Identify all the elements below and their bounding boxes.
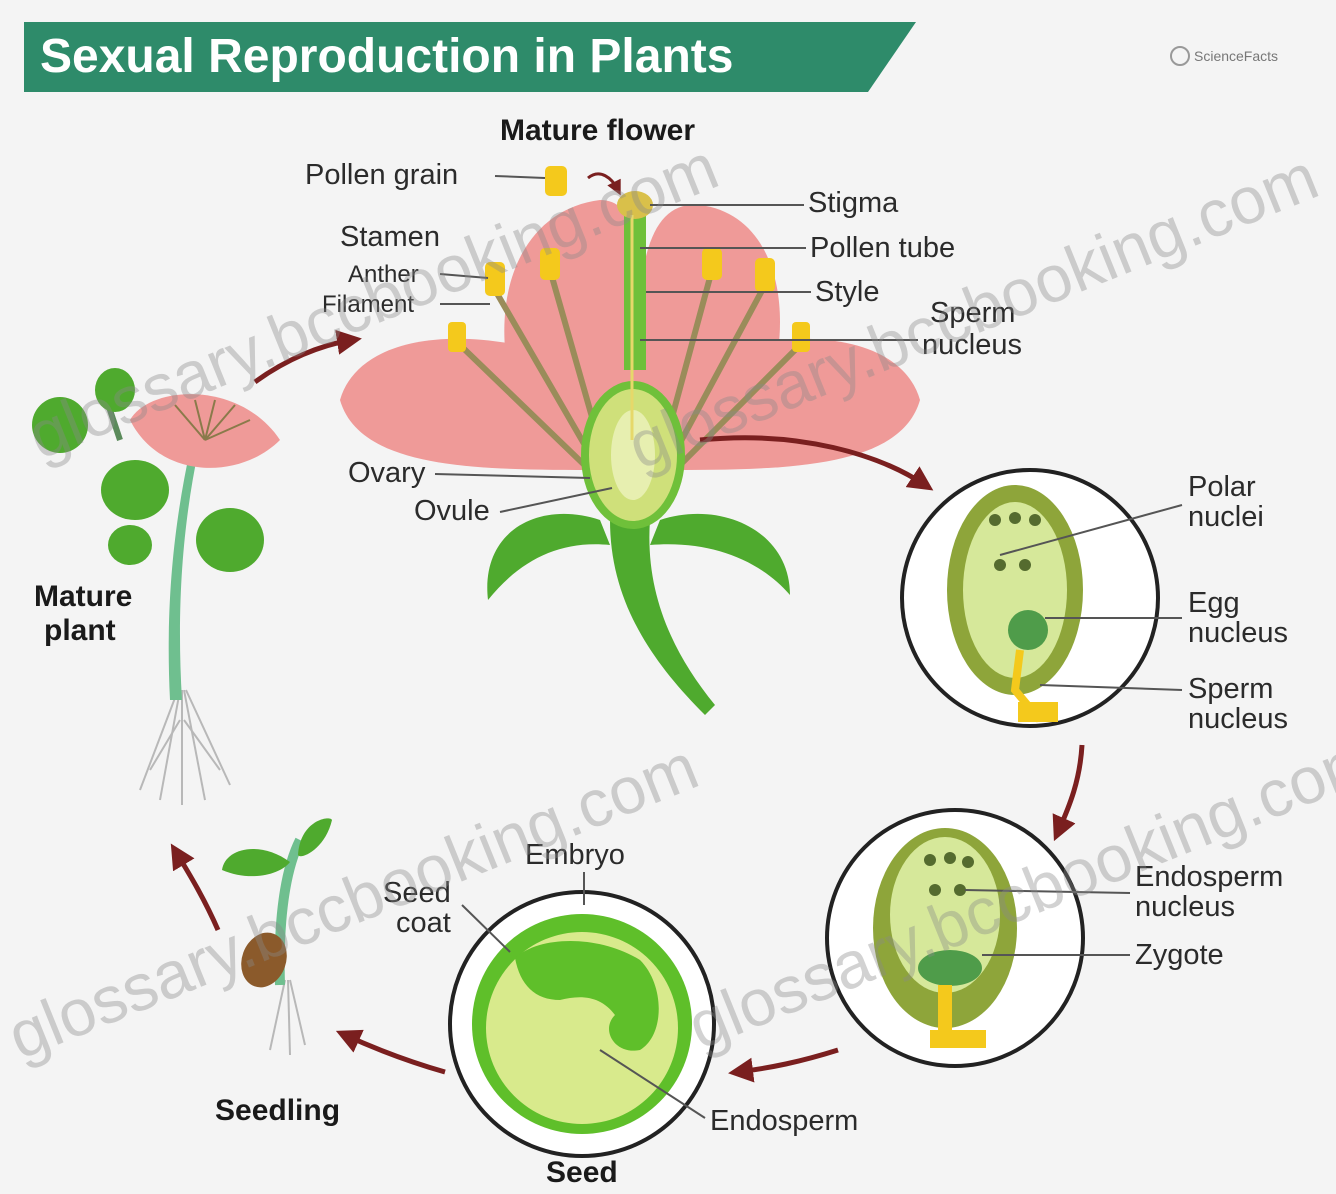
label-endosperm-nucleus-line2: nucleus bbox=[1135, 891, 1235, 923]
label-ovary: Ovary bbox=[348, 457, 426, 489]
zygote-pollen-tube bbox=[938, 985, 952, 1035]
label-zygote: Zygote bbox=[1135, 939, 1224, 971]
label-pollen-grain: Pollen grain bbox=[305, 159, 458, 191]
label-endosperm: Endosperm bbox=[710, 1105, 858, 1137]
embryo-sac bbox=[963, 502, 1067, 678]
label-ovule: Ovule bbox=[414, 495, 490, 527]
zygote-pollen-tube-tip bbox=[930, 1030, 986, 1048]
plant-leaf bbox=[108, 525, 152, 565]
anther bbox=[448, 322, 466, 352]
title-banner: Sexual Reproduction in Plants bbox=[24, 22, 916, 92]
flower-stem bbox=[610, 520, 715, 715]
brand-logo-text: ScienceFacts bbox=[1194, 48, 1278, 64]
pollen-tube-tip bbox=[1018, 702, 1058, 722]
seedling-leaf bbox=[222, 849, 290, 876]
sepal-right bbox=[650, 514, 790, 595]
label-polar-nuclei-line1: Polar bbox=[1188, 471, 1256, 503]
label-egg-nucleus-line1: Egg bbox=[1188, 587, 1240, 619]
label-sperm-nucleus-ovule-line2: nucleus bbox=[1188, 703, 1288, 735]
anther bbox=[702, 248, 722, 280]
stage-label-seedling: Seedling bbox=[215, 1094, 340, 1127]
arrow-seed-to-seedling bbox=[345, 1035, 445, 1072]
leader-line bbox=[435, 474, 590, 478]
label-stigma: Stigma bbox=[808, 187, 899, 219]
label-sperm-nucleus-ovule-line1: Sperm bbox=[1188, 673, 1273, 705]
brand-logo: ScienceFacts bbox=[1171, 47, 1278, 65]
arrow-zygote-to-seed bbox=[738, 1050, 838, 1072]
stage-label-mature-plant-line2: plant bbox=[44, 614, 116, 647]
leader-line bbox=[495, 176, 545, 178]
label-pollen-tube: Pollen tube bbox=[810, 232, 955, 264]
seedling-roots bbox=[270, 980, 305, 1055]
plant-roots bbox=[140, 690, 230, 805]
page-title: Sexual Reproduction in Plants bbox=[40, 30, 733, 83]
sepal-left bbox=[487, 514, 610, 600]
seedling-leaf bbox=[298, 818, 332, 856]
egg-nucleus bbox=[1008, 610, 1048, 650]
brand-logo-icon bbox=[1171, 47, 1189, 65]
plant-leaf bbox=[101, 460, 169, 520]
stage-label-mature-plant-line1: Mature bbox=[34, 580, 132, 613]
anther bbox=[755, 258, 775, 292]
label-egg-nucleus-line2: nucleus bbox=[1188, 617, 1288, 649]
label-polar-nuclei-line2: nuclei bbox=[1188, 501, 1264, 533]
stage-label-seed: Seed bbox=[546, 1156, 618, 1189]
plant-leaf bbox=[196, 508, 264, 572]
label-style: Style bbox=[815, 276, 879, 308]
arrow-ovule-to-zygote bbox=[1058, 745, 1082, 832]
plant-stem bbox=[169, 450, 198, 700]
